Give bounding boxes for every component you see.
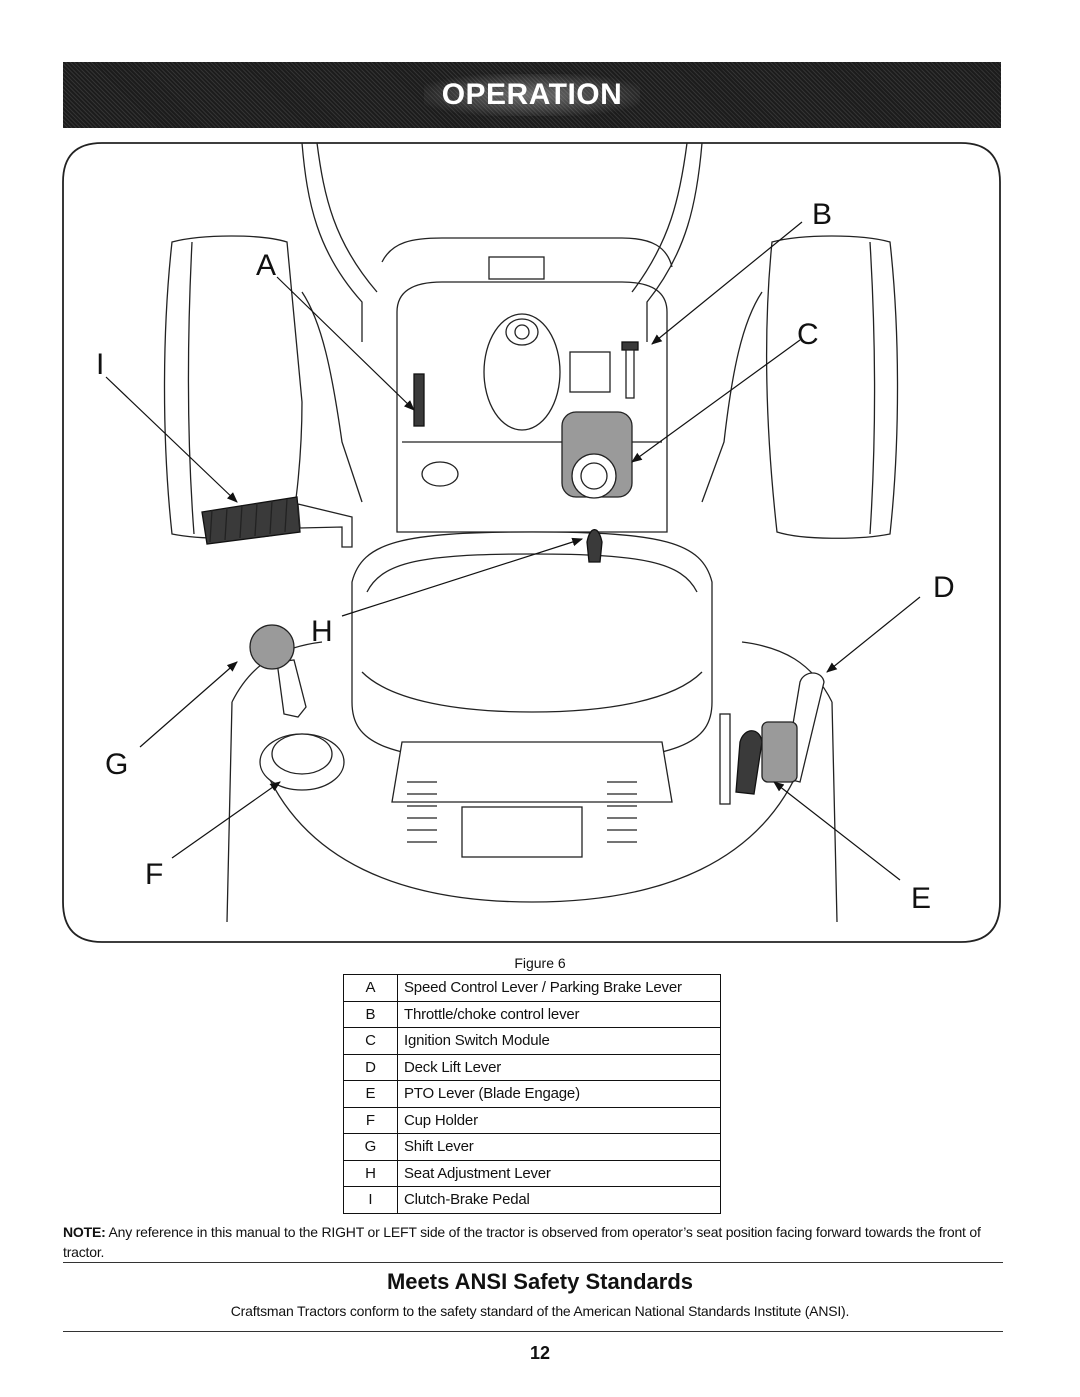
legend-key: I (343, 1186, 398, 1214)
legend-label: Shift Lever (397, 1133, 721, 1161)
tractor-controls-figure: A B C D E F G H I (62, 142, 1001, 944)
callout-e: E (911, 882, 931, 915)
legend-label: Seat Adjustment Lever (397, 1159, 721, 1187)
legend-key: F (343, 1106, 398, 1134)
ansi-statement: Craftsman Tractors conform to the safety… (230, 1303, 850, 1319)
callout-i: I (96, 348, 104, 381)
legend-key: A (343, 974, 398, 1002)
legend-label: Deck Lift Lever (397, 1053, 721, 1081)
callout-a: A (256, 249, 276, 282)
callout-b: B (812, 198, 832, 231)
fender-right (701, 291, 763, 503)
note-text: Any reference in this manual to the RIGH… (63, 1224, 981, 1260)
legend-key: E (343, 1080, 398, 1108)
right-rear-wheel (765, 235, 899, 539)
dashboard (396, 281, 668, 533)
callout-f: F (145, 858, 163, 891)
pto-lever (735, 730, 763, 795)
seat (351, 531, 713, 763)
section-title: OPERATION (423, 74, 641, 116)
note-label: NOTE: (63, 1224, 106, 1240)
legend-key: C (343, 1027, 398, 1055)
section-header-banner: OPERATION (63, 62, 1001, 128)
legend-key: H (343, 1159, 398, 1187)
seat-springs (407, 781, 637, 858)
callout-d: D (933, 571, 955, 604)
fender-left (301, 291, 363, 503)
ansi-heading: Meets ANSI Safety Standards (386, 1269, 694, 1294)
legend-label: Clutch-Brake Pedal (397, 1186, 721, 1214)
legend-key: G (343, 1133, 398, 1161)
figure-caption: Figure 6 (514, 955, 566, 971)
figure-frame-border (62, 142, 1001, 943)
legend-label: Cup Holder (397, 1106, 721, 1134)
shift-lever (276, 659, 307, 718)
note-paragraph: NOTE: Any reference in this manual to th… (63, 1222, 1003, 1262)
legend-label: Ignition Switch Module (397, 1027, 721, 1055)
legend-label: PTO Lever (Blade Engage) (397, 1080, 721, 1108)
legend-key: B (343, 1000, 398, 1028)
hood-outline (301, 142, 703, 342)
callout-g: G (105, 748, 128, 781)
divider-top (63, 1262, 1003, 1263)
legend-key: D (343, 1053, 398, 1081)
callout-c: C (797, 318, 819, 351)
legend-label: Speed Control Lever / Parking Brake Leve… (397, 974, 721, 1002)
page-number: 12 (529, 1343, 551, 1363)
tractor-illustration: A B C D E F G H I (62, 142, 1001, 943)
callout-h: H (311, 615, 333, 648)
divider-bottom (63, 1331, 1003, 1332)
legend-label: Throttle/choke control lever (397, 1000, 721, 1028)
